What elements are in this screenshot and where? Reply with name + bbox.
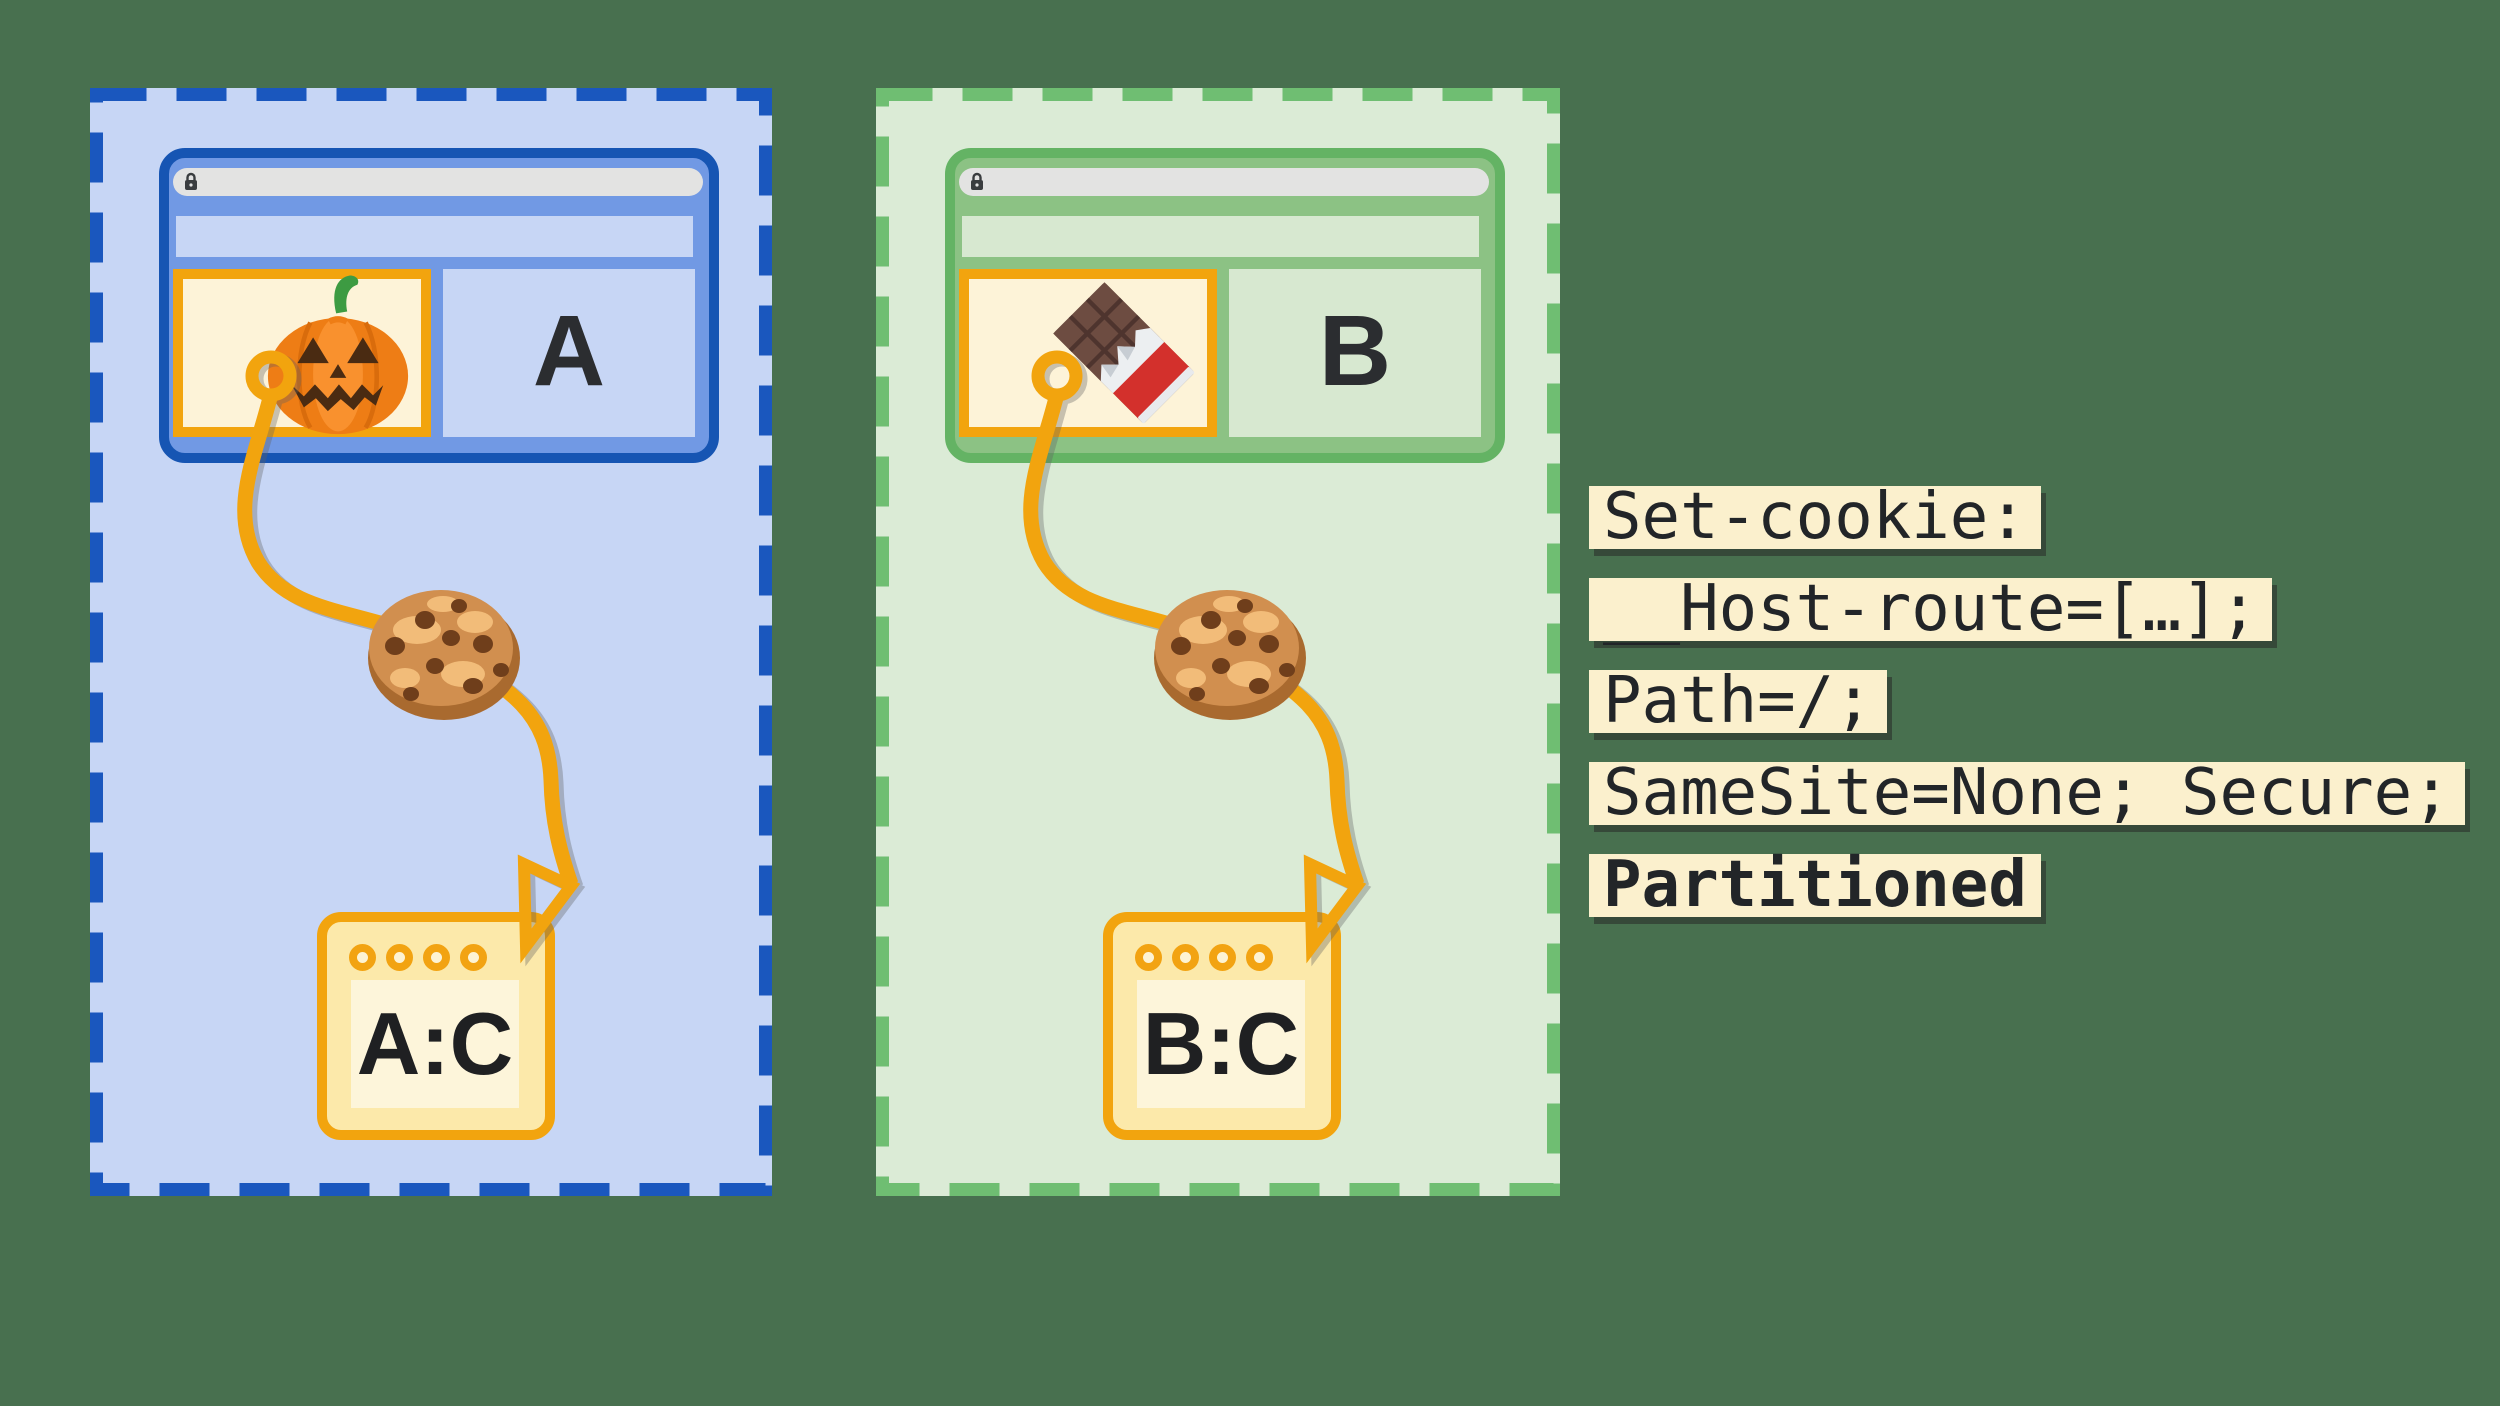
cookie-jar-b: B:C (1103, 912, 1341, 1140)
jar-dot-icon (1246, 944, 1273, 971)
site-b-partition-panel: B B:C (876, 88, 1560, 1196)
browser-window-b: B (945, 148, 1505, 463)
jar-dot-icon (460, 944, 487, 971)
address-bar-b (959, 168, 1489, 196)
set-cookie-header-snippet: Set-cookie: __Host-route=[…]; Path=/; Sa… (1589, 485, 2465, 946)
site-a-label: A (532, 295, 606, 407)
page-content-b: B (1229, 269, 1481, 437)
address-bar-a (173, 168, 703, 196)
third-party-iframe-in-b (959, 269, 1217, 437)
jar-dot-icon (349, 944, 376, 971)
chocolate-bar-icon (1053, 282, 1195, 424)
jar-inner-panel-a: A:C (351, 980, 519, 1108)
jar-dot-icon (1172, 944, 1199, 971)
page-content-a: A (443, 269, 695, 437)
jar-dot-icon (1209, 944, 1236, 971)
code-line-partitioned: Partitioned (1589, 853, 2041, 917)
code-line-set-cookie: Set-cookie: (1589, 485, 2041, 549)
jar-dot-icon (1135, 944, 1162, 971)
jar-dots-a (349, 944, 487, 971)
code-line-host-route: __Host-route=[…]; (1589, 577, 2273, 641)
site-a-partition-panel: A A:C (90, 88, 772, 1196)
toolbar-strip-b (962, 216, 1479, 257)
browser-window-a: A (159, 148, 719, 463)
jar-inner-panel-b: B:C (1137, 980, 1305, 1108)
jar-dots-b (1135, 944, 1273, 971)
partition-key-b: B:C (1142, 994, 1300, 1093)
lock-icon (971, 172, 983, 190)
jar-dot-icon (386, 944, 413, 971)
code-line-samesite: SameSite=None; Secure; (1589, 761, 2465, 825)
cookie-jar-a: A:C (317, 912, 555, 1140)
content-row-a: A (173, 269, 695, 437)
third-party-iframe-in-a (173, 269, 431, 437)
site-b-label: B (1318, 295, 1392, 407)
lock-icon (185, 172, 197, 190)
code-line-path: Path=/; (1589, 669, 1887, 733)
partition-key-a: A:C (356, 994, 514, 1093)
content-row-b: B (959, 269, 1481, 437)
jar-dot-icon (423, 944, 450, 971)
jack-o-lantern-pumpkin-icon (267, 275, 409, 435)
toolbar-strip-a (176, 216, 693, 257)
